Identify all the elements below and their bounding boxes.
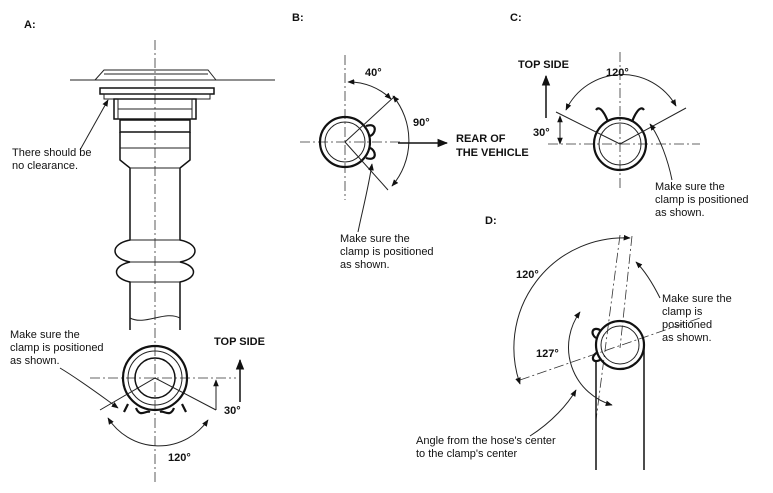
panel-b-hose-outer bbox=[318, 115, 372, 169]
panel-a-hose bbox=[114, 132, 196, 330]
panel-c-top-side: TOP SIDE bbox=[518, 59, 569, 71]
panel-c-hose-outer bbox=[592, 116, 648, 172]
panel-b-ray-lower bbox=[344, 141, 389, 191]
panel-a-clamp-note: Make sure the clamp is positioned as sho… bbox=[10, 329, 107, 367]
panel-a-title: A: bbox=[24, 19, 36, 31]
panel-c-angle-30: 30° bbox=[533, 127, 550, 139]
panel-a-top-side: TOP SIDE bbox=[214, 336, 265, 348]
panel-a-clearance-note: There should be no clearance. bbox=[12, 147, 95, 172]
panel-b-title: B: bbox=[292, 12, 304, 24]
panel-d-angle-120: 120° bbox=[516, 269, 539, 281]
panel-a-angle-30: 30° bbox=[224, 405, 241, 417]
panel-a-fitting bbox=[70, 69, 275, 133]
panel-c-clamp-leader bbox=[649, 123, 673, 181]
panel-d-120-arc bbox=[513, 234, 631, 385]
panel-d-centerline-clamp bbox=[619, 235, 633, 349]
panel-b-angle-40: 40° bbox=[365, 67, 382, 79]
panel-c-120-arc bbox=[565, 74, 677, 111]
panel-a: A: There should be bbox=[10, 19, 275, 485]
panel-d: D: 120° 127° Make sure the clamp is posi… bbox=[416, 215, 735, 470]
panel-c: C: TOP SIDE 120° 30° Make sure the clamp… bbox=[510, 12, 752, 219]
panel-b-clamp-ears bbox=[365, 124, 376, 160]
panel-d-clamp-leader bbox=[635, 261, 661, 299]
panel-b-90-arc bbox=[391, 95, 410, 187]
panel-d-clamp-note: Make sure the clamp is positioned as sho… bbox=[662, 293, 735, 344]
panel-b-clamp-note: Make sure the clamp is positioned as sho… bbox=[340, 233, 437, 271]
panel-b-angle-90: 90° bbox=[413, 117, 430, 129]
panel-d-angle-leader bbox=[529, 389, 577, 437]
panel-c-title: C: bbox=[510, 12, 522, 24]
panel-c-clamp-note: Make sure the clamp is positioned as sho… bbox=[655, 181, 752, 219]
panel-d-127-arc bbox=[568, 311, 613, 406]
panel-b-40-arc bbox=[347, 79, 392, 100]
panel-a-angle-120: 120° bbox=[168, 452, 191, 464]
panel-d-angle-note: Angle from the hose's center to the clam… bbox=[416, 435, 559, 460]
panel-b: B: 40° 90° REAR OF THE VEHICLE Make sure… bbox=[292, 12, 529, 271]
panel-a-clearance-leader bbox=[79, 99, 109, 151]
panel-c-ray-left bbox=[555, 111, 621, 145]
panel-c-angle-120: 120° bbox=[606, 67, 629, 79]
panel-b-hose-inner bbox=[324, 121, 366, 163]
panel-b-clamp-leader bbox=[357, 163, 374, 233]
panel-c-hose-inner bbox=[598, 122, 642, 166]
panel-b-ray-40 bbox=[344, 95, 396, 143]
panel-a-clamp-view bbox=[90, 344, 236, 415]
panel-a-120-arc bbox=[107, 417, 209, 447]
panel-d-centerline-vertical bbox=[595, 234, 621, 421]
panel-d-title: D: bbox=[485, 215, 497, 227]
panel-d-angle-127: 127° bbox=[536, 348, 559, 360]
panel-b-rear-label: REAR OF THE VEHICLE bbox=[456, 133, 529, 159]
panel-a-clamp-leader bbox=[59, 367, 119, 409]
